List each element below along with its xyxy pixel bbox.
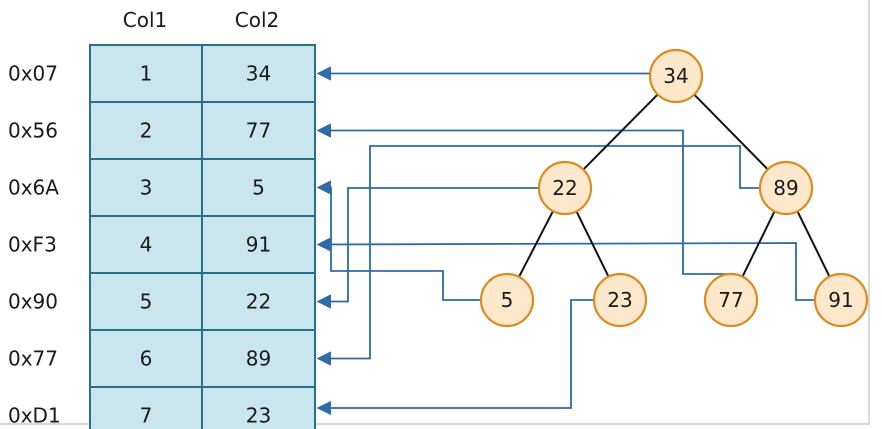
pointer-line: [316, 145, 760, 366]
tree-node: 89: [758, 160, 814, 216]
tree-edge: [575, 210, 610, 278]
tree-edges: [518, 93, 831, 278]
data-table: 0x07 1 34 0x56 2 77 0x6A 3 5 0xF3 4 91 0x90 5 22 0x77 6 8…: [8, 44, 316, 429]
column-header-col1: Col1: [123, 8, 167, 32]
cell-col1-value: 2: [140, 119, 153, 143]
tree-edge: [693, 93, 769, 171]
cell-col2-value: 89: [246, 347, 271, 371]
node-label: 77: [718, 288, 743, 312]
cell-col2-value: 34: [246, 62, 271, 86]
tree-node: 91: [813, 272, 869, 328]
cell-col1-value: 6: [140, 347, 153, 371]
cell-col2: [201, 101, 316, 160]
cell-col1-value: 1: [140, 62, 153, 86]
node-circle: [479, 272, 535, 328]
node-label: 5: [501, 288, 514, 312]
node-circle: [592, 272, 648, 328]
row-address: 0x07: [8, 62, 58, 86]
node-circle: [537, 160, 593, 216]
cell-col1-value: 4: [140, 233, 153, 257]
pointer-line: [316, 180, 481, 301]
pointer-line: [316, 299, 594, 416]
row-address: 0x56: [8, 119, 58, 143]
cell-col1-value: 3: [140, 176, 153, 200]
row-address: 0xD1: [8, 404, 61, 428]
node-circle: [648, 48, 704, 104]
pointer-line: [316, 123, 731, 275]
diagram-frame: [0, 0, 870, 425]
node-circle: [758, 160, 814, 216]
tree-edge: [582, 93, 659, 171]
tree-node: 77: [703, 272, 759, 328]
cell-col2-value: 23: [246, 404, 271, 428]
node-label: 91: [828, 288, 853, 312]
row-address: 0x77: [8, 347, 58, 371]
cell-col2-value: 91: [246, 233, 271, 257]
node-circle: [703, 272, 759, 328]
cell-col2: [201, 272, 316, 331]
tree-edge: [796, 210, 831, 278]
tree-node: 34: [648, 48, 704, 104]
tree-node: 5: [479, 272, 535, 328]
pointer-line: [316, 237, 815, 301]
cell-col2: [201, 329, 316, 388]
cell-col1-value: 7: [140, 404, 153, 428]
node-label: 89: [773, 176, 798, 200]
cell-col2: [201, 386, 316, 429]
node-label: 22: [552, 176, 577, 200]
tree-edge: [518, 210, 554, 278]
column-header-col2: Col2: [235, 8, 279, 32]
tree-edge: [741, 210, 776, 278]
cell-col2: [201, 215, 316, 274]
tree-node: 23: [592, 272, 648, 328]
cell-col1-value: 5: [140, 290, 153, 314]
cell-col2-value: 5: [252, 176, 265, 200]
cell-col2: [201, 158, 316, 217]
cell-col2-value: 22: [246, 290, 271, 314]
node-label: 34: [663, 64, 688, 88]
row-address: 0x90: [8, 290, 58, 314]
cell-col2: [201, 44, 316, 103]
node-circle: [813, 272, 869, 328]
node-label: 23: [607, 288, 632, 312]
cell-col1: [89, 44, 203, 103]
tree-nodes: 34 22 89 5 23 77 91: [479, 48, 869, 328]
pointer-line: [316, 187, 539, 309]
row-address: 0x6A: [8, 176, 59, 200]
cell-col2-value: 77: [246, 119, 271, 143]
pointer-lines: [316, 66, 815, 416]
row-address: 0xF3: [8, 233, 57, 257]
tree-node: 22: [537, 160, 593, 216]
